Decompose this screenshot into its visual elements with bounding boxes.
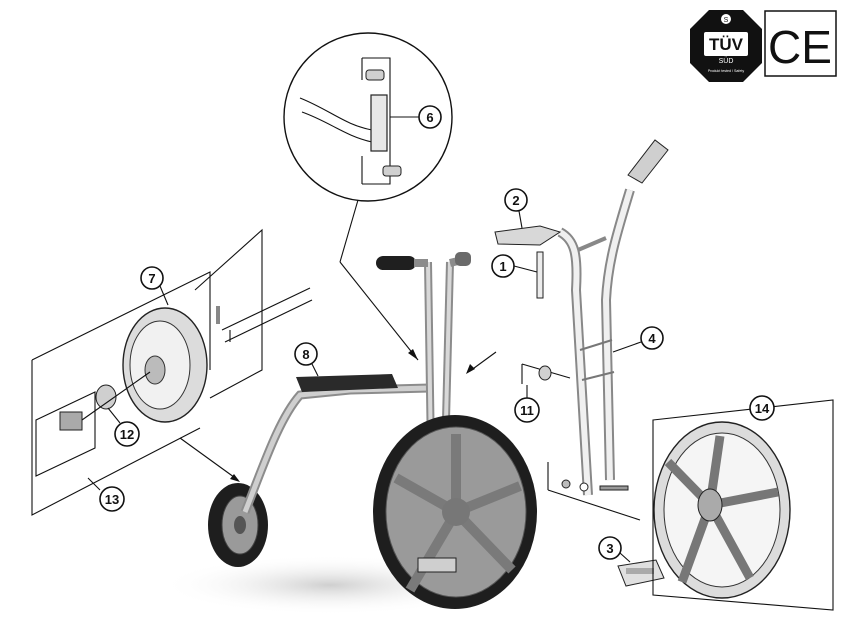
callout-12: 12 [107, 407, 140, 447]
leader-6b [339, 261, 419, 361]
ce-mark-text: CE [768, 21, 832, 73]
callout-13: 13 [87, 477, 125, 512]
callout-4-label: 4 [648, 331, 656, 346]
callout-2-label: 2 [512, 193, 519, 208]
callout-14: 14 [749, 395, 775, 421]
callout-8: 8 [294, 342, 319, 377]
callout-11-label: 11 [520, 403, 534, 418]
tuv-sud-badge: S TÜV SÜD Produkt tested / Safety [690, 10, 762, 82]
tuv-title: TÜV [709, 35, 744, 54]
ce-mark: CE [764, 10, 837, 77]
callout-8-label: 8 [302, 347, 309, 362]
pedal-part [617, 559, 665, 587]
callout-13-label: 13 [105, 492, 119, 507]
callout-11: 11 [514, 385, 540, 423]
tuv-sub: SÜD [719, 57, 734, 65]
detail-circle-6 [283, 32, 453, 202]
callout-7-label: 7 [148, 271, 155, 286]
assembled-tricycle [208, 252, 537, 609]
callout-6: 6 [418, 105, 442, 129]
callout-1: 1 [491, 254, 538, 278]
callout-3-label: 3 [606, 541, 613, 556]
leader-6a [339, 199, 359, 263]
callout-2: 2 [504, 188, 528, 229]
callout-7: 7 [140, 266, 169, 306]
front-wheel-panel [652, 399, 834, 611]
callout-6-label: 6 [426, 110, 433, 125]
rear-wheel-exploded-panel [31, 228, 313, 516]
svg-text:S: S [724, 17, 729, 24]
callout-14-label: 14 [755, 401, 770, 416]
callout-3: 3 [598, 536, 631, 563]
handlebar-frame-parts [494, 139, 669, 521]
callout-1-label: 1 [499, 259, 506, 274]
tuv-fine-print: Produkt tested / Safety [708, 69, 745, 73]
callout-4: 4 [612, 326, 664, 353]
callout-12-label: 12 [120, 427, 134, 442]
